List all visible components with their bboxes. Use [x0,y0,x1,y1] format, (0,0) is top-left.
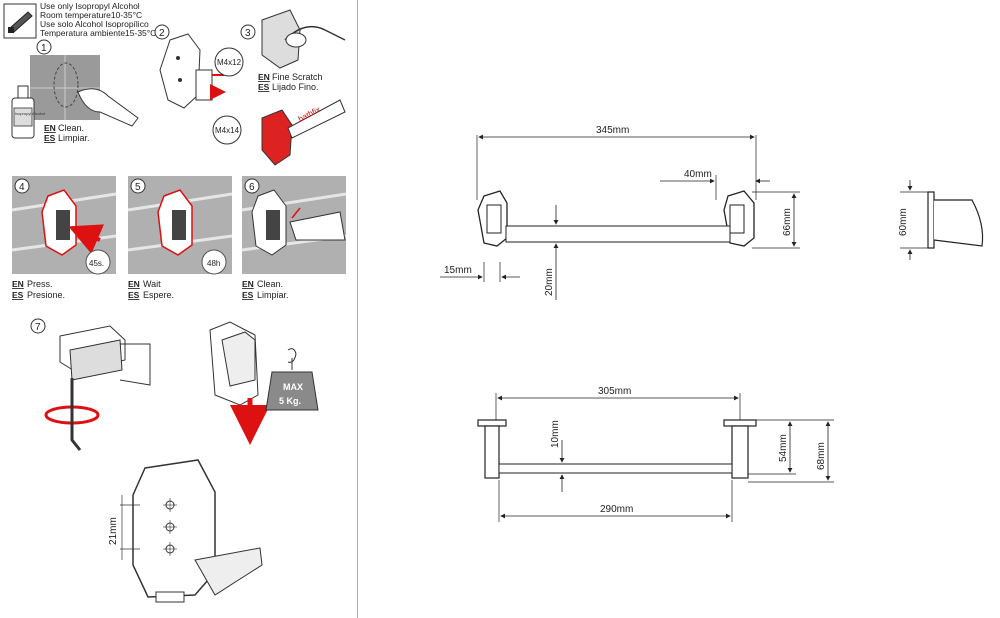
step-4-es-text: Presione. [27,290,65,300]
dim-bracket-width: 15mm [444,265,472,276]
step-4-es-code: ES [12,290,24,300]
header-line-3: Use solo Alcohol Isopropílico [40,19,149,29]
step-3-number: 3 [245,28,251,39]
step-2-number: 2 [159,28,165,39]
step-4-number: 4 [19,182,25,193]
step-6-es-code: ES [242,290,254,300]
step-4-en-code: EN [12,279,24,289]
step-3-illustration [261,9,346,166]
step-1-illustration: Isopropyl Alcohol [11,55,139,139]
step-5-time: 48h [207,259,220,268]
step-6-es-text: Limpiar. [257,290,289,300]
bracket-detail-drawing [120,459,263,603]
step-5-en-text: Wait [143,279,161,289]
step-4-en-text: Press. [27,279,53,289]
max-load: 5 Kg. [279,396,301,406]
dim-inner-length: 290mm [600,504,633,515]
dim-side-height: 60mm [898,208,909,236]
step-7-illustration [44,321,319,451]
side-view-drawing [900,180,984,260]
front-view-drawing [440,134,800,300]
step-1-en-code: EN [44,123,56,133]
step-3-es-code: ES [258,82,270,92]
step-6-en-code: EN [242,279,254,289]
bottle-label: Isopropyl Alcohol [15,111,45,116]
step-6-en-text: Clean. [257,279,283,289]
step-4-time: 45s. [89,259,104,268]
dim-bar-diameter: 20mm [544,268,555,296]
screw-label-b: M4x14 [215,126,240,135]
top-view-drawing [477,393,834,522]
max-label: MAX [283,382,303,392]
step-3-es-text: Lijado Fino. [272,82,319,92]
step-1-en-text: Clean. [58,123,84,133]
dim-depth-b: 68mm [816,442,827,470]
step-7-number: 7 [35,322,41,333]
technical-drawings: 345mm 40mm 66mm 15mm 20mm 60mm 305mm 10m… [440,125,984,522]
instructions-panel: Use only Isopropyl Alcohol Room temperat… [3,1,347,603]
header-line-1: Use only Isopropyl Alcohol [40,1,140,11]
step-1-es-text: Limpiar. [58,133,90,143]
step-2-illustration [159,33,224,109]
dim-height: 66mm [782,208,793,236]
dim-top-length: 305mm [598,386,631,397]
step-1-es-code: ES [44,133,56,143]
step-5-es-code: ES [128,290,140,300]
screw-label-a: M4x12 [217,58,242,67]
glue-tube-icon [3,3,37,39]
step-5-en-code: EN [128,279,140,289]
step-3-en-text: Fine Scratch [272,72,323,82]
step-1-number: 1 [41,43,47,54]
header-line-4: Temperatura ambiente15-35°C [40,28,156,38]
detail-dim-21mm: 21mm [108,517,119,545]
dim-offset: 40mm [684,169,712,180]
step-6-number: 6 [249,182,255,193]
step-3-en-code: EN [258,72,270,82]
step-5-number: 5 [135,182,141,193]
dim-bar-thickness: 10mm [550,420,561,448]
step-5-es-text: Espere. [143,290,174,300]
header-line-2: Room temperature10-35°C [40,10,142,20]
panel-divider [357,0,358,618]
dim-depth-a: 54mm [778,434,789,462]
dim-front-length: 345mm [596,125,629,136]
